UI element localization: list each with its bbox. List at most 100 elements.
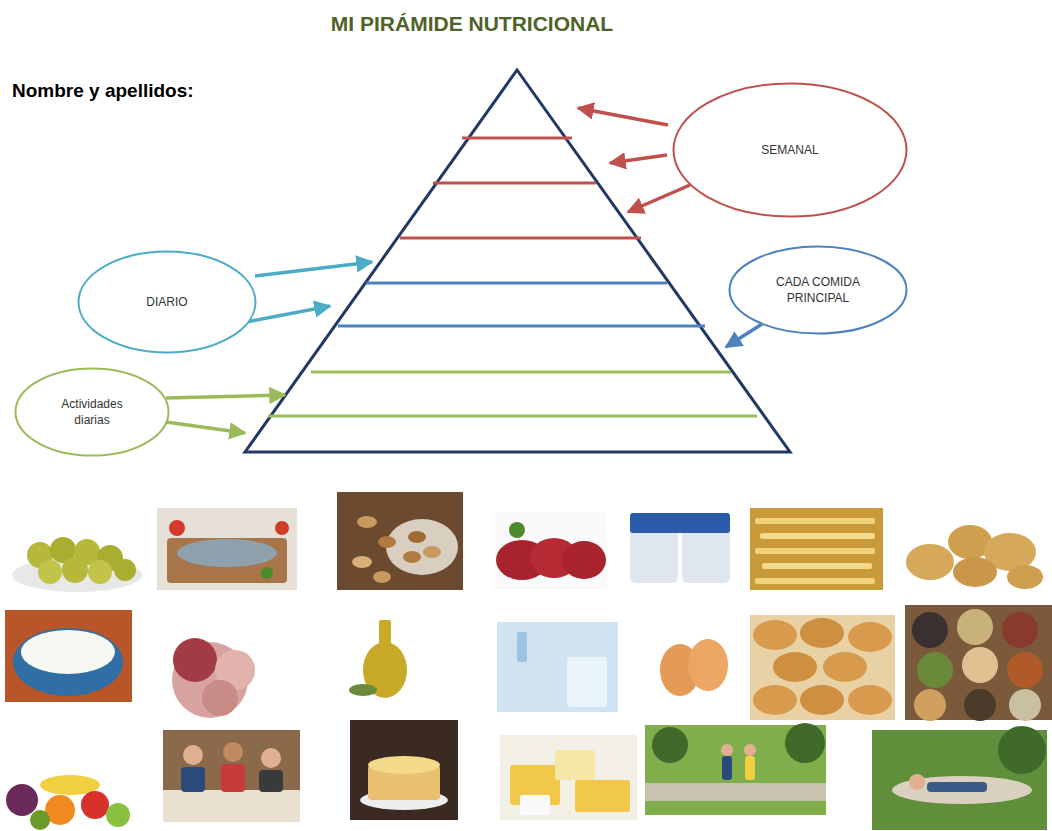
photo-shape [373,571,391,583]
pyramid-band [366,282,667,285]
photo-shape [555,750,595,780]
leader-arrow [166,395,285,398]
photo-shape [349,684,377,696]
photo-shape [261,567,273,579]
photo-shape [21,630,115,674]
photo-ground [5,610,132,702]
photo-shape [998,726,1046,774]
photo-shape [848,685,892,715]
photo-shape [183,745,203,765]
photo-shape [368,756,440,774]
photo-shape [167,538,287,583]
photo-shape [567,657,607,707]
photo-shape [773,652,817,682]
category-ellipse: Actividades diarias [14,367,170,457]
photo-ground [0,760,135,830]
legumes-photo [905,605,1052,721]
photo-ground [905,605,1052,720]
photo-shape [688,639,728,691]
photo-shape [403,551,421,563]
photo-shape [912,612,948,648]
cheese-photo [500,735,637,820]
olive-oil-photo [345,610,425,700]
photo-shape [423,546,441,558]
photo-shape [62,557,88,583]
photo-shape [408,531,426,543]
photo-shape [106,803,130,827]
photo-ground [157,508,297,590]
cold-cuts-photo [150,620,270,718]
photo-shape [378,536,396,548]
photo-shape [114,559,136,581]
photo-shape [13,628,123,696]
photo-shape [38,560,62,584]
photo-shape [520,795,550,815]
category-label: CADA COMIDA PRINCIPAL [768,274,868,306]
photo-ground [900,512,1047,590]
photo-shape [745,756,755,780]
photo-shape [755,518,875,524]
category-label: DIARIO [146,294,187,310]
photo-shape [177,539,277,567]
leader-arrow [255,262,372,276]
ellipse-shape [730,247,907,334]
pyramid-band [400,237,641,240]
photo-shape [169,520,185,536]
photo-shape [1007,652,1043,688]
photo-shape [906,544,954,580]
ellipse-text: DIARIO [146,294,187,310]
bread-photo [750,615,895,720]
pasta-photo [750,508,883,590]
photo-shape [755,578,875,584]
photo-shape [223,742,243,762]
photo-shape [755,548,875,554]
photo-shape [181,767,205,792]
photo-shape [753,685,797,715]
ellipse-outline [14,367,170,457]
photo-shape [785,723,825,763]
photo-shape [1002,612,1038,648]
photo-shape [88,560,112,584]
photo-ground [5,520,150,592]
photo-ground [650,625,735,700]
photo-shape [957,609,993,645]
fish-photo [157,508,297,590]
photo-shape [682,525,730,583]
photo-shape [202,680,238,716]
ellipse-text: SEMANAL [761,142,818,158]
photo-shape [81,791,109,819]
pyramid-band [268,415,757,418]
photo-shape [927,782,987,792]
olives-photo [5,520,150,592]
eggs-photo [650,625,735,700]
leader-arrow [726,324,762,347]
pyramid-band [462,137,572,140]
leader-arrow [628,185,690,212]
pyramid-band [311,371,731,374]
photo-shape [630,513,730,533]
potatoes-photo [900,512,1047,590]
photo-shape [744,744,756,756]
photo-ground [500,735,637,820]
photo-shape [760,533,875,539]
photo-shape [645,783,826,801]
photo-shape [652,727,688,763]
photo-shape [517,632,527,662]
photo-ground [163,730,300,822]
pyramid-band [433,182,596,185]
photo-shape [909,774,925,790]
photo-shape [352,556,372,568]
photo-shape [630,525,678,583]
photo-shape [721,744,733,756]
photo-shape [261,748,281,768]
fruits-photo [0,760,135,830]
photo-ground [750,508,883,590]
photo-shape [509,522,525,538]
photo-shape [30,810,50,830]
nuts-photo [337,492,463,590]
ellipse-text: Actividades diarias [52,396,132,428]
category-ellipse: CADA COMIDA PRINCIPAL [728,245,908,335]
name-field-label: Nombre y apellidos: [12,80,194,102]
photo-shape [914,689,946,721]
